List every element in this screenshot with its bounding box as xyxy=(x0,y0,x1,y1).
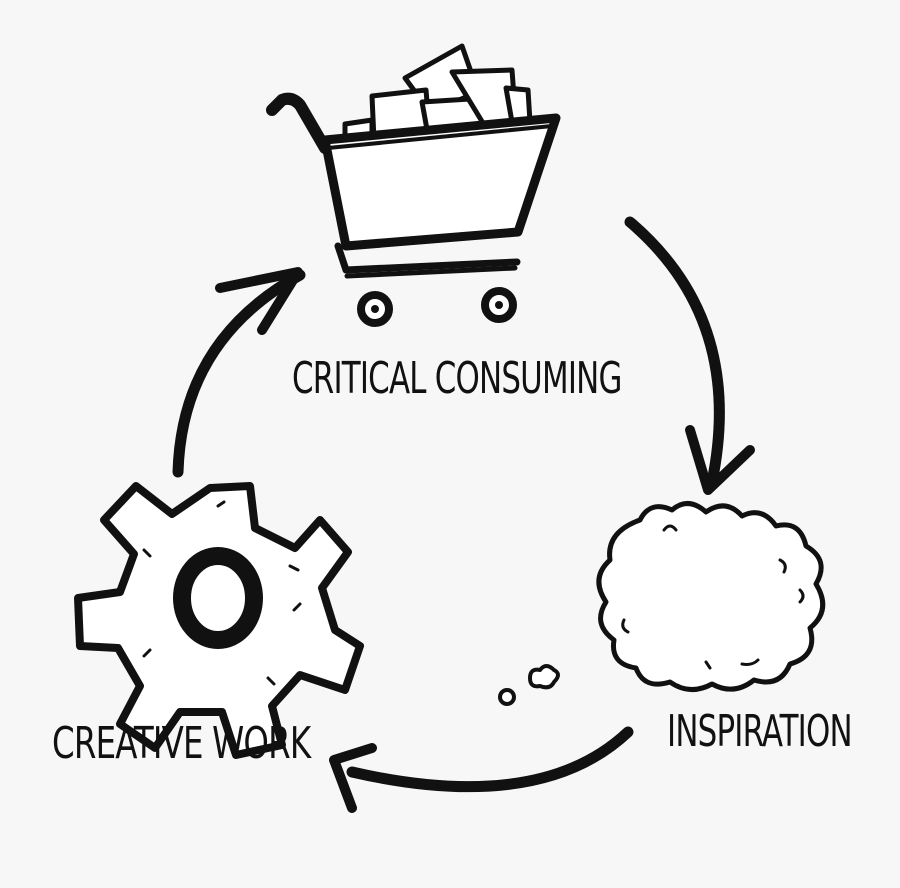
arrow-creative-to-consuming xyxy=(172,267,306,478)
thought-cloud-icon xyxy=(498,501,826,706)
arrow-inspiration-to-creative xyxy=(329,726,634,813)
critical-consuming-label: CRITICAL CONSUMING xyxy=(292,353,622,404)
arrow-consuming-to-inspiration xyxy=(624,216,755,495)
inspiration-label: INSPIRATION xyxy=(667,706,853,757)
shopping-cart-icon xyxy=(266,43,561,327)
gear-icon xyxy=(74,482,364,759)
creative-work-label: CREATIVE WORK xyxy=(52,718,311,769)
